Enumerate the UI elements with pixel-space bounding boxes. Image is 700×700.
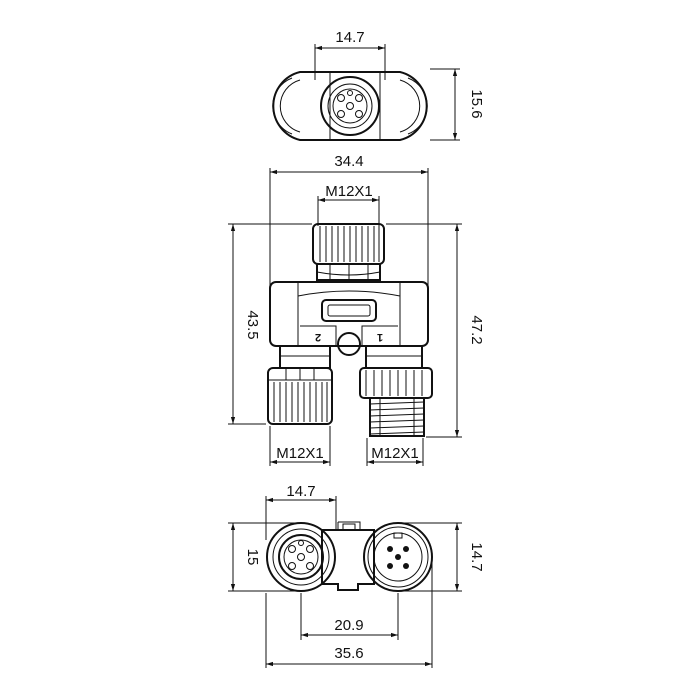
top-view: 14.7 15.6 xyxy=(272,29,485,141)
top-view-pins xyxy=(337,90,363,118)
front-view-left-height-dim: 43.5 xyxy=(244,310,261,339)
top-view-connector-face xyxy=(320,76,380,136)
bottom-left-thread-dim: M12X1 xyxy=(276,445,324,462)
top-view-body xyxy=(272,71,428,141)
front-view-body: 2 1 xyxy=(269,281,429,356)
port-2-label: 2 xyxy=(315,331,321,343)
bottom-view-overall-width-dim: 35.6 xyxy=(334,645,363,662)
front-view-overall-width-dim: 34.4 xyxy=(334,153,363,170)
bottom-left-connector xyxy=(267,345,333,425)
bottom-view-left-connector xyxy=(266,522,336,592)
bottom-view-right-connector xyxy=(363,522,433,592)
front-view-label-window xyxy=(321,299,377,322)
front-view-mounting-hole xyxy=(337,332,361,356)
top-view-height-dim: 15.6 xyxy=(468,89,485,118)
bottom-view-right-pins xyxy=(387,546,409,569)
front-view-right-height-dim: 47.2 xyxy=(468,315,485,344)
bottom-right-thread-dim: M12X1 xyxy=(371,445,419,462)
front-view: 34.4 M12X1 2 1 xyxy=(228,153,485,466)
bottom-view-bridge xyxy=(321,521,375,591)
port-1-label: 1 xyxy=(377,331,383,343)
bottom-view-left-width-dim: 14.7 xyxy=(286,483,315,500)
bottom-view-center-distance-dim: 20.9 xyxy=(334,617,363,634)
bottom-view-left-height-dim: 15 xyxy=(244,549,261,566)
bottom-view-right-height-dim: 14.7 xyxy=(468,542,485,571)
top-view-width-dim: 14.7 xyxy=(335,29,364,46)
front-view-top-thread-dim: M12X1 xyxy=(325,183,373,200)
bottom-view: 14.7 xyxy=(228,483,485,668)
bottom-right-connector xyxy=(359,345,433,437)
top-knurled-nut xyxy=(312,223,385,281)
bottom-view-left-pins xyxy=(288,540,314,570)
